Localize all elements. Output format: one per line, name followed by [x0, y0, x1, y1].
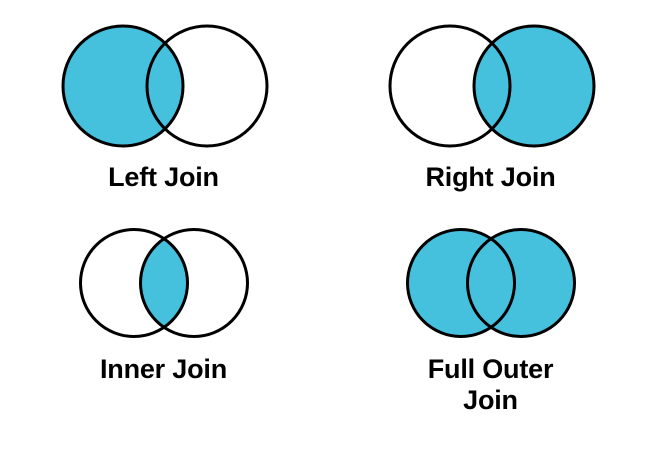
right-set-outline [145, 24, 268, 148]
right-set-outline [465, 228, 576, 338]
diagram-card-full-outer-join: Full Outer Join [327, 226, 654, 417]
venn-right-join [386, 22, 596, 150]
venn-left-join [59, 22, 269, 150]
diagram-card-right-join: Right Join [327, 22, 654, 193]
diagram-label-inner-join: Inner Join [99, 354, 227, 384]
left-set-outline [405, 228, 516, 338]
left-set-fill [62, 26, 183, 146]
left-set-outline [388, 24, 511, 148]
right-set-fill [146, 26, 267, 146]
intersection-fill [140, 229, 187, 337]
diagram-label-left-join: Left Join [108, 162, 219, 192]
left-set-outline [61, 24, 184, 148]
venn-inner-join [66, 226, 262, 340]
right-set-outline [472, 24, 595, 148]
diagram-card-inner-join: Inner Join [0, 226, 327, 385]
left-set-outline [78, 228, 189, 338]
diagram-label-right-join: Right Join [425, 162, 556, 192]
right-set-fill [467, 229, 574, 337]
right-set-outline [138, 228, 249, 338]
left-set-fill [389, 26, 510, 146]
venn-full-outer-join [393, 226, 589, 340]
right-set-fill [473, 26, 594, 146]
diagram-label-full-outer-join: Full Outer Join [427, 354, 554, 416]
diagram-card-left-join: Left Join [0, 22, 327, 193]
